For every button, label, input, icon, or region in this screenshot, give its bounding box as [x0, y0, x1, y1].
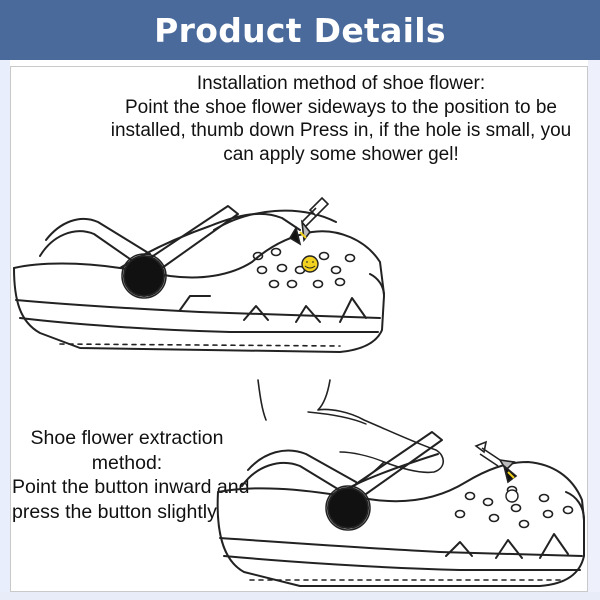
- page-title: Product Details: [154, 10, 446, 50]
- right-edge: [588, 60, 600, 600]
- bottom-clog-holes: [454, 485, 574, 529]
- insert-arrow-icon: [288, 196, 330, 246]
- installation-text: Installation method of shoe flower: Poin…: [110, 73, 572, 165]
- bottom-clog-illustration: [216, 379, 585, 587]
- top-clog-illustration: [13, 205, 385, 353]
- bottom-edge: [0, 592, 600, 600]
- left-edge: [0, 60, 10, 600]
- extract-arrow-icon: [474, 440, 518, 484]
- extraction-body: Point the button inward and press the bu…: [12, 476, 250, 523]
- extraction-title: Shoe flower extraction method:: [30, 427, 224, 474]
- strap-rivet-icon: [327, 487, 369, 529]
- strap-rivet-icon: [123, 255, 165, 297]
- shoe-charm-icon: [301, 255, 319, 273]
- installation-instructions: Installation method of shoe flower: Poin…: [95, 72, 587, 166]
- extraction-instructions: Shoe flower extraction method: Point the…: [12, 426, 252, 524]
- page-header: Product Details: [0, 0, 600, 60]
